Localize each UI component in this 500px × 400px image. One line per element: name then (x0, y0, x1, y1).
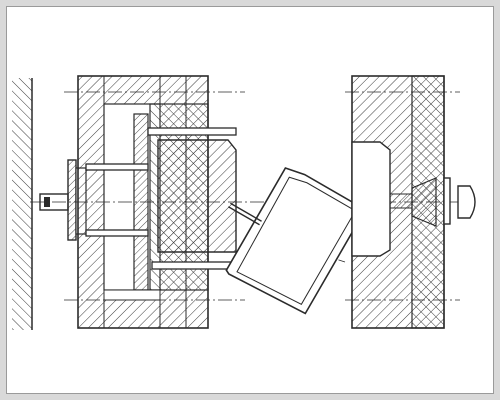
fixed-mold-half (351, 75, 445, 329)
nozzle (443, 177, 476, 225)
inner-border (6, 6, 494, 394)
machine-wall (12, 78, 33, 330)
ejected-part (225, 167, 365, 315)
ejector-pins (85, 127, 243, 270)
